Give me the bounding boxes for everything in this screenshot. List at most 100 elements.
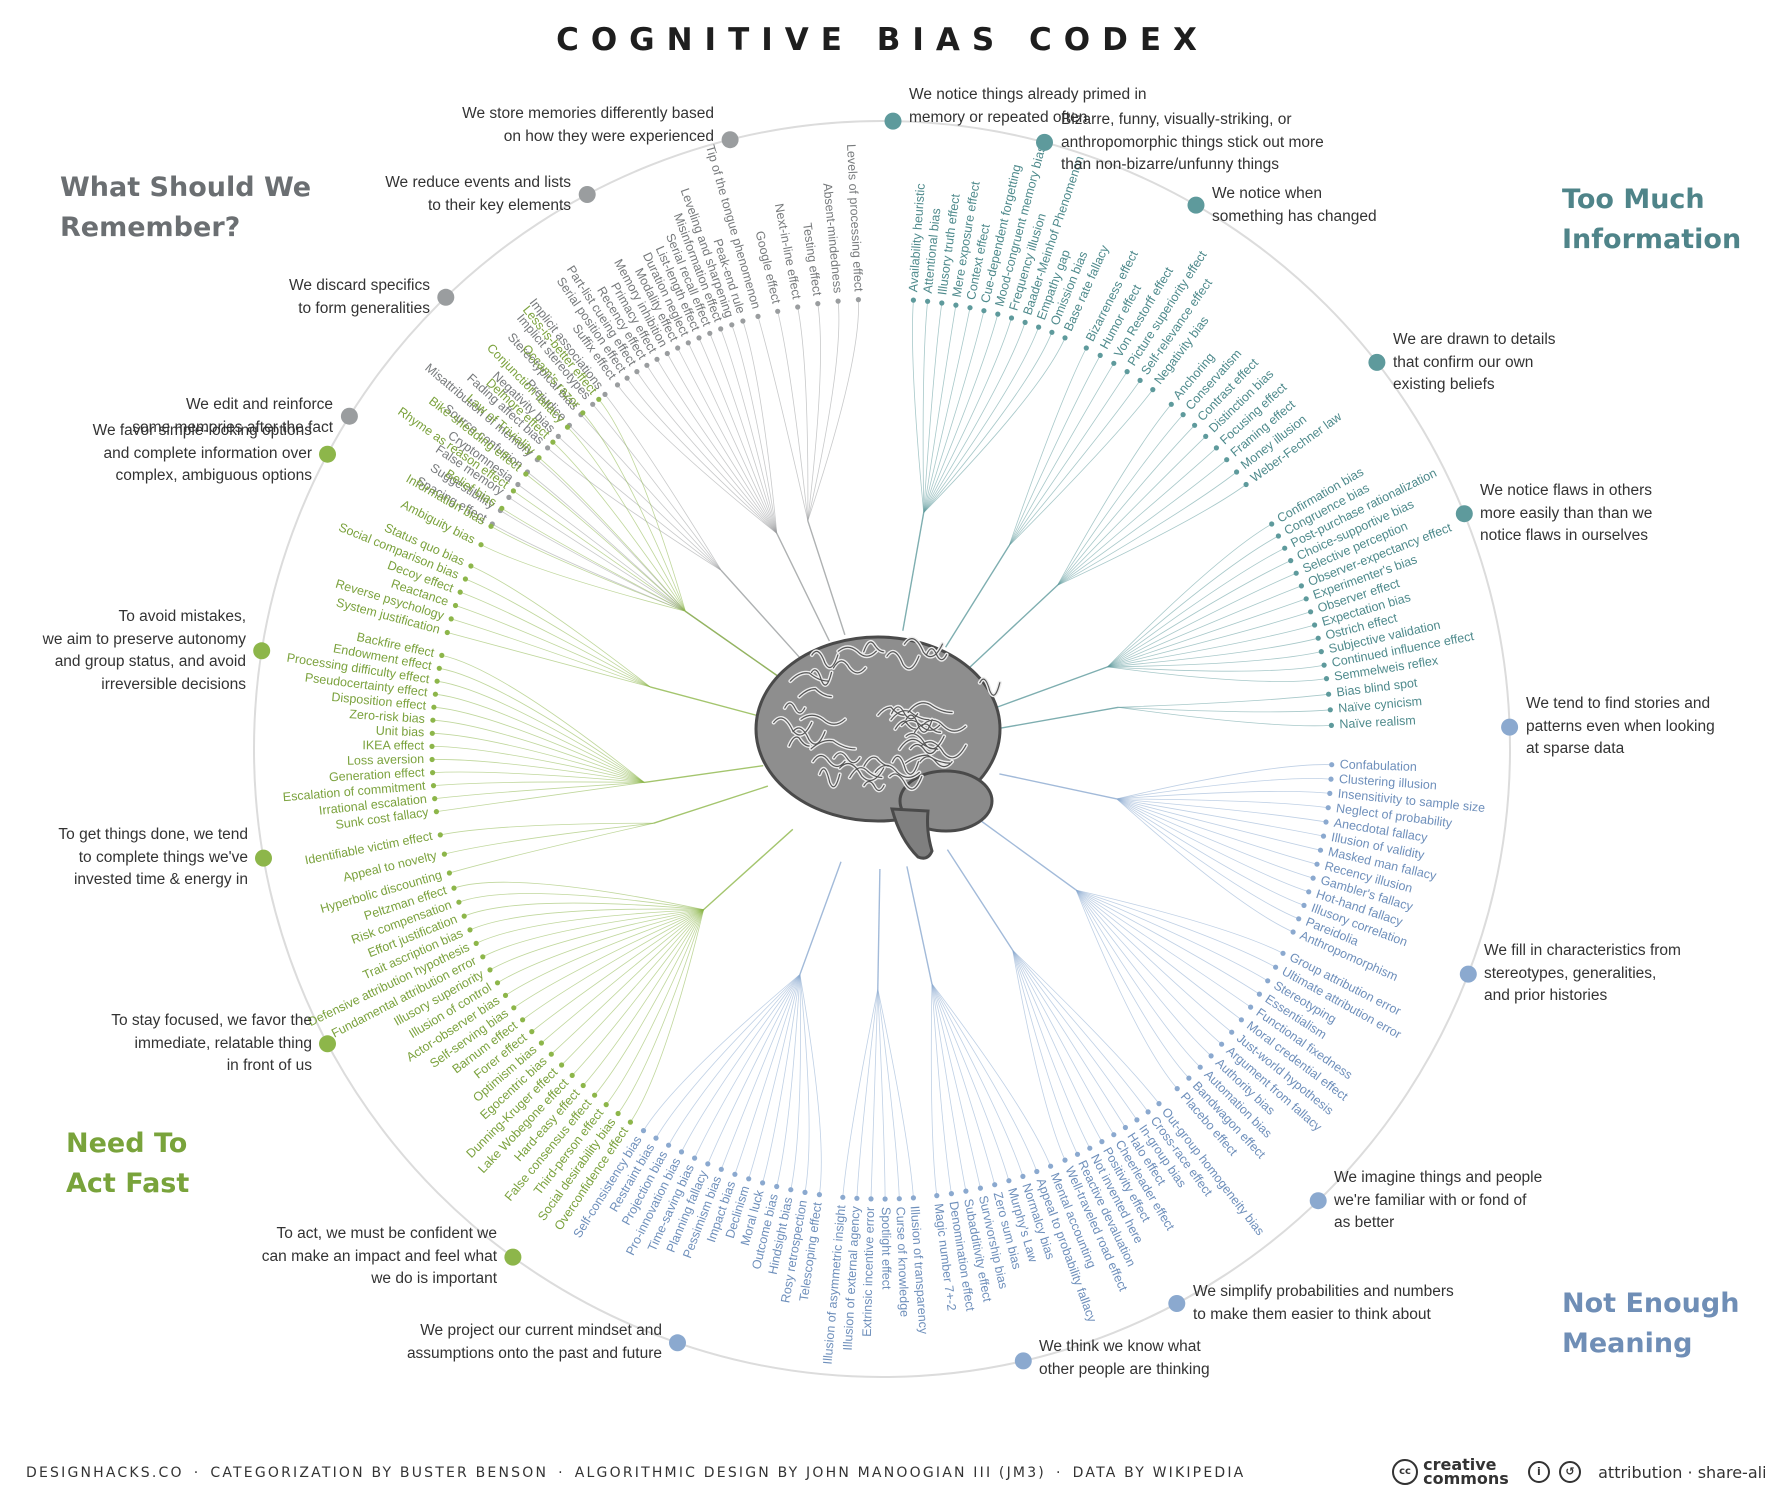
bias-dot <box>963 1188 969 1194</box>
bias-dot <box>487 967 493 973</box>
bias-dot <box>729 322 735 328</box>
bias-dot <box>1301 902 1307 909</box>
branch-line <box>517 484 686 612</box>
bias-dot <box>432 691 438 697</box>
category-description-line: invested time & energy in <box>73 871 248 888</box>
branch-line <box>465 578 651 688</box>
branch-line <box>441 655 645 783</box>
branch-line <box>1116 798 1329 809</box>
branch-line <box>480 544 686 612</box>
branch-line <box>567 426 686 612</box>
bias-dot <box>640 1128 647 1134</box>
branch-line <box>1118 706 1332 727</box>
license-badge: cc creative commons i ↺ attribution · sh… <box>1392 1457 1765 1487</box>
category-description-line: than non-bizarre/unfunny things <box>1061 156 1280 173</box>
category-dot <box>437 288 455 306</box>
branch-line <box>1116 798 1318 865</box>
bias-dot <box>644 362 650 368</box>
branch-line <box>643 974 801 1131</box>
bias-dot <box>451 885 457 891</box>
branch-line <box>923 305 957 513</box>
bias-dot <box>1034 1168 1040 1175</box>
branch-line <box>923 337 1066 513</box>
bias-label: Testing effect <box>800 222 824 297</box>
branch-line <box>668 974 801 1146</box>
branch-trunk <box>902 512 925 631</box>
branch-line <box>636 371 778 534</box>
bias-dot <box>855 297 862 303</box>
branch-line <box>453 881 704 910</box>
bias-dot <box>1083 345 1089 351</box>
branch-line <box>923 302 943 513</box>
category-description-line: more easily than than we <box>1480 504 1653 522</box>
branch-line <box>912 300 925 513</box>
bias-dot <box>788 1187 794 1193</box>
bias-dot <box>675 345 681 351</box>
bias-dot <box>1323 676 1330 682</box>
bias-dot <box>433 809 439 815</box>
branch-line <box>1012 950 1138 1121</box>
branch-line <box>856 988 879 1199</box>
bias-dot <box>1326 691 1332 697</box>
category-description-line: We store memories differently based <box>462 105 714 122</box>
bias-label: Naïve realism <box>1339 713 1416 731</box>
branch-line <box>436 782 645 812</box>
bias-dot <box>1280 950 1286 956</box>
branch-line <box>1116 798 1294 933</box>
bias-dot <box>1314 861 1320 867</box>
bias-dot <box>1293 570 1299 576</box>
branch-line <box>1118 706 1331 713</box>
bias-dot <box>815 301 821 307</box>
branch-line <box>537 459 686 612</box>
bias-dot <box>732 1171 738 1177</box>
bias-dot <box>1036 324 1042 330</box>
branch-line <box>580 414 722 571</box>
category-description-line: to form generalities <box>298 299 430 317</box>
branch-line <box>476 909 704 944</box>
bias-dot <box>1213 445 1219 451</box>
bias-dot <box>1296 916 1302 922</box>
bias-dot <box>580 410 586 416</box>
bias-dot <box>802 1189 808 1195</box>
creative-commons-icon: cc <box>1392 1459 1418 1485</box>
branch-line <box>790 974 801 1190</box>
branch-line <box>1107 611 1311 668</box>
bias-dot <box>431 704 437 710</box>
category-description-line: We fill in characteristics from <box>1484 942 1681 959</box>
branch-line <box>547 447 722 571</box>
category-dot <box>1501 718 1519 736</box>
bias-dot <box>1174 1086 1180 1092</box>
bias-dot <box>444 629 450 636</box>
footer-credit: ALGORITHMIC DESIGN BY JOHN MANOOGIAN III… <box>574 1465 1046 1481</box>
category-description-line: and prior histories <box>1484 987 1608 1004</box>
bias-dot <box>1203 433 1209 439</box>
branch-line <box>931 983 981 1189</box>
footer-separator: · <box>1055 1465 1063 1481</box>
branch-line <box>598 399 686 612</box>
category-description-line: To get things done, we tend <box>58 826 248 843</box>
branch-line <box>698 337 778 534</box>
branch-line <box>447 632 651 688</box>
branch-line <box>594 909 704 1096</box>
bias-dot <box>429 743 435 750</box>
branch-line <box>646 365 778 534</box>
bias-dot <box>602 391 608 397</box>
bias-dot <box>868 1196 874 1202</box>
branch-line <box>656 359 778 534</box>
bias-dot <box>488 523 494 529</box>
category-description-line: other people are thinking <box>1039 1360 1210 1378</box>
branch-trunk <box>703 828 794 911</box>
bias-dot <box>1186 1075 1192 1081</box>
bias-dot <box>1097 352 1103 358</box>
category-description-line: notice flaws in ourselves <box>1480 527 1648 544</box>
bias-dot <box>430 717 436 723</box>
branch-line <box>666 353 778 534</box>
branch-line <box>489 909 704 971</box>
branch-line <box>707 974 801 1165</box>
